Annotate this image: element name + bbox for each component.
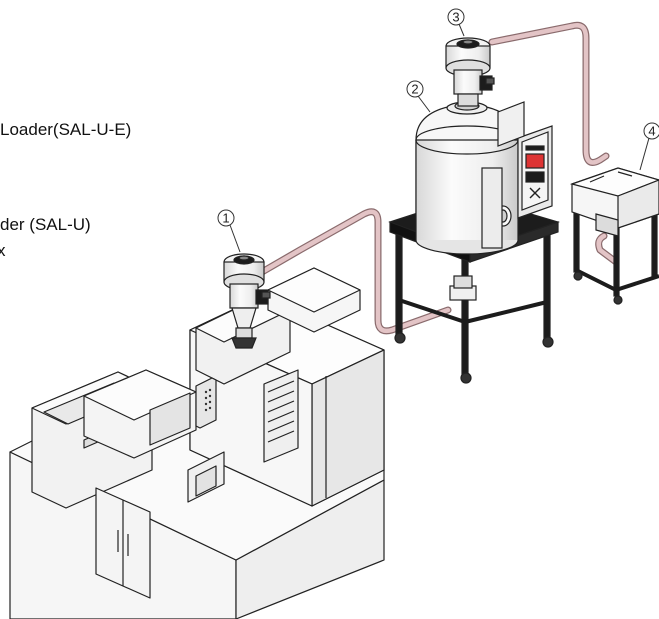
callout-4: 4 [639,122,659,171]
material-box [569,167,659,305]
legend-item-vacuum-loader-sal-u-e: Loader(SAL-U-E) [0,120,132,139]
pipe-hopper-return [595,232,620,266]
legend-item-loader-sal-u: der (SAL-U) [0,215,91,234]
pipe-loader3-to-hopper [488,21,610,166]
callout-3-number: 3 [452,10,459,25]
callout-2: 2 [406,80,431,113]
injection-molding-machine [9,267,385,619]
hopper-loader-1 [223,253,271,349]
pipe-loader1-to-dryer [258,208,452,335]
hopper-dryer [388,101,560,384]
callout-3: 3 [447,8,465,37]
vent-grill [263,369,299,463]
callout-2-number: 2 [411,82,418,97]
hopper-loader-3 [445,37,495,107]
callout-1-number: 1 [222,211,229,226]
callout-4-number: 4 [648,124,655,139]
callout-1: 1 [217,209,241,253]
conveying-pipes [258,21,620,335]
legend-item-truncated: x [0,241,6,260]
cross-logo-icon [529,187,541,199]
